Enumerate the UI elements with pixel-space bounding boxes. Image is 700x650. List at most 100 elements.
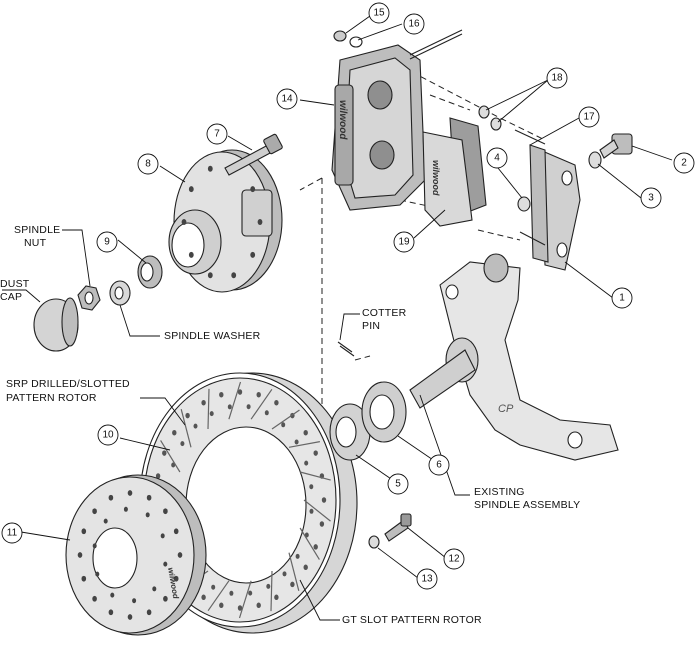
- callout-8: 8: [145, 159, 151, 170]
- callout-7: 7: [214, 129, 220, 140]
- hub-holes-dot: [188, 251, 194, 258]
- hat-holes-dot: [103, 518, 108, 524]
- cotter-pin: [337, 341, 355, 357]
- rotor-slot: [238, 580, 252, 619]
- callout-circle-3: [640, 187, 662, 209]
- callout-circle-2: [673, 152, 695, 174]
- rotor-holes-dot: [321, 497, 327, 503]
- callout-circle-5: [387, 473, 409, 495]
- callout-circle-15: [368, 2, 390, 24]
- callout-19: 19: [398, 237, 410, 248]
- rotor-holes-dot: [229, 590, 234, 596]
- callout-3: 3: [648, 193, 654, 204]
- callout-circle-13: [416, 568, 438, 590]
- hat-holes-dot: [145, 512, 150, 518]
- callout-16: 16: [408, 19, 420, 30]
- callout-14: 14: [281, 94, 293, 105]
- rotor-holes-dot: [304, 460, 309, 466]
- callout-circle-7: [206, 123, 228, 145]
- hub-holes-dot: [207, 165, 213, 172]
- rotor-holes-dot: [313, 450, 318, 456]
- rotor-holes-dot: [201, 399, 206, 406]
- rotor-slot: [271, 409, 300, 430]
- rotor-slot: [228, 381, 242, 420]
- callout-circle-18: [546, 67, 568, 89]
- leader-lines: [2, 15, 673, 621]
- rotor-holes-dot: [219, 602, 224, 609]
- hub-holes-dot: [231, 272, 237, 279]
- caliper-bracket: [529, 144, 581, 271]
- label-spindle-nut-1: SPINDLE: [14, 224, 60, 236]
- outer-bearing: [137, 255, 163, 289]
- callout-6: 6: [436, 460, 442, 471]
- rotor-holes-dot: [282, 571, 287, 577]
- label-spindle-nut-2: NUT: [24, 237, 47, 249]
- callout-1: 1: [619, 293, 625, 304]
- hat-holes-dot: [160, 533, 165, 539]
- callout-circle-11: [1, 522, 23, 544]
- rotor-slot: [207, 580, 230, 612]
- rotor-holes-dot: [266, 583, 271, 589]
- existing-spindle-assembly: CP: [409, 253, 619, 461]
- hat-holes-dot: [146, 609, 152, 616]
- hub-bolt: [224, 133, 283, 176]
- washer-4: [517, 196, 531, 212]
- rotor-slot: [299, 527, 320, 560]
- washer-13: [368, 535, 380, 549]
- rotor-holes-dot: [172, 429, 177, 436]
- hat-holes-dot: [123, 506, 128, 512]
- label-existing-spindle-2: SPINDLE ASSEMBLY: [474, 499, 580, 511]
- hat-holes-dot: [163, 595, 168, 602]
- shims: [478, 105, 502, 131]
- rotor-hat: wilwood: [65, 474, 207, 636]
- callout-4: 4: [494, 153, 500, 164]
- rotor-slot: [207, 388, 210, 430]
- rotor-holes-dot: [162, 450, 167, 456]
- spindle-nut: [77, 285, 101, 311]
- rotor-holes-dot: [185, 412, 190, 419]
- rotor-holes-dot: [309, 484, 314, 490]
- grease-seal: [361, 381, 407, 443]
- text-labels: SPINDLE NUT DUST CAP SPINDLE WASHER COTT…: [0, 224, 580, 626]
- rotor-holes-dot: [237, 605, 243, 611]
- bracket-bolts: [514, 129, 546, 246]
- hat-holes-dot: [81, 575, 87, 582]
- label-srp-rotor-1: SRP DRILLED/SLOTTED: [6, 378, 130, 390]
- wheel-hub: [168, 149, 283, 293]
- rotor-holes-dot: [246, 404, 251, 410]
- hat-holes-dot: [173, 575, 179, 582]
- hat-holes-dot: [152, 586, 157, 592]
- label-dust-cap-1: DUST: [0, 278, 30, 290]
- hat-holes-dot: [173, 528, 179, 535]
- callout-18: 18: [551, 73, 563, 84]
- callout-5: 5: [395, 479, 401, 490]
- hat-holes-dot: [146, 494, 152, 501]
- rotor-holes-dot: [303, 429, 308, 436]
- hat-holes-dot: [95, 571, 100, 577]
- rotor-holes-dot: [264, 410, 269, 416]
- callouts: 15 16 18 17 2 3 4 1 14 19 7 8 9 5 6 10 1: [1, 2, 695, 590]
- callout-9: 9: [104, 237, 110, 248]
- callout-13: 13: [421, 574, 433, 585]
- rotor-holes-dot: [256, 602, 261, 609]
- inner-bearing: [329, 403, 371, 461]
- hat-holes-dot: [81, 528, 87, 535]
- caliper-brand-text: wilwood: [337, 100, 348, 140]
- callout-circle-19: [393, 231, 415, 253]
- rotor-holes-dot: [180, 441, 185, 447]
- rotor-holes-dot: [281, 422, 286, 428]
- hub-holes-dot: [250, 186, 256, 193]
- rotor-holes-dot: [193, 423, 198, 429]
- label-gt-slot-rotor: GT SLOT PATTERN ROTOR: [342, 614, 482, 626]
- callout-15: 15: [373, 8, 385, 19]
- hub-holes-dot: [188, 186, 194, 193]
- rotor-slot: [299, 471, 331, 481]
- rotor-holes-dot: [294, 439, 299, 445]
- hat-holes-dot: [77, 552, 83, 558]
- callout-circle-4: [486, 147, 508, 169]
- caliper: wilwood: [331, 44, 426, 211]
- callout-circle-6: [428, 454, 450, 476]
- rotor-slot: [250, 388, 273, 420]
- callout-circle-8: [137, 153, 159, 175]
- rotor-holes-dot: [290, 581, 295, 588]
